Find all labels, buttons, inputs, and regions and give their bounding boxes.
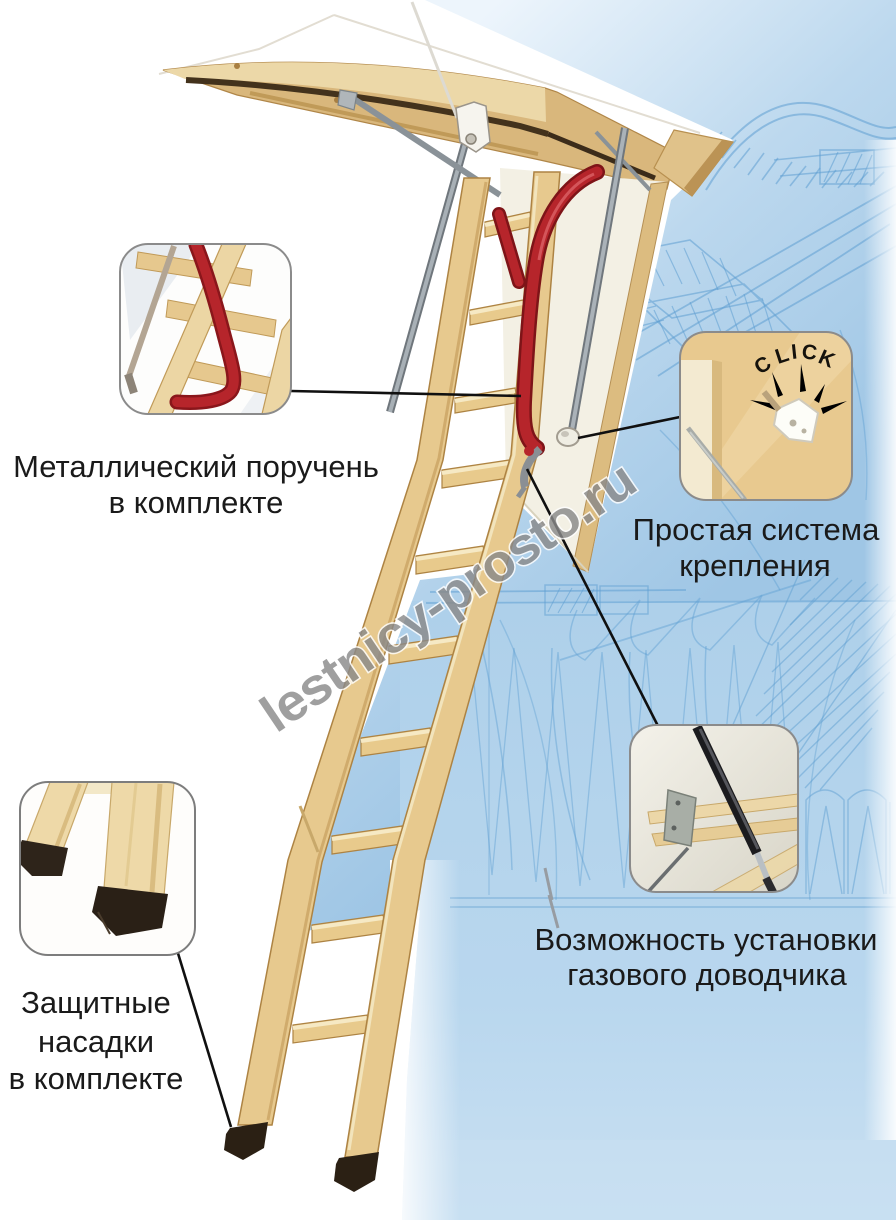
svg-text:C: C	[800, 340, 818, 365]
svg-text:насадки: насадки	[38, 1024, 154, 1059]
svg-text:Защитные: Защитные	[21, 985, 171, 1020]
svg-text:Металлический поручень: Металлический поручень	[13, 449, 379, 484]
svg-text:газового доводчика: газового доводчика	[567, 957, 847, 992]
svg-text:крепления: крепления	[679, 548, 830, 583]
svg-text:в комплекте: в комплекте	[9, 1061, 184, 1096]
svg-text:I: I	[790, 340, 798, 363]
svg-text:Простая система: Простая система	[633, 512, 880, 547]
svg-text:в комплекте: в комплекте	[109, 485, 284, 520]
svg-text:Возможность установки: Возможность установки	[535, 922, 878, 957]
